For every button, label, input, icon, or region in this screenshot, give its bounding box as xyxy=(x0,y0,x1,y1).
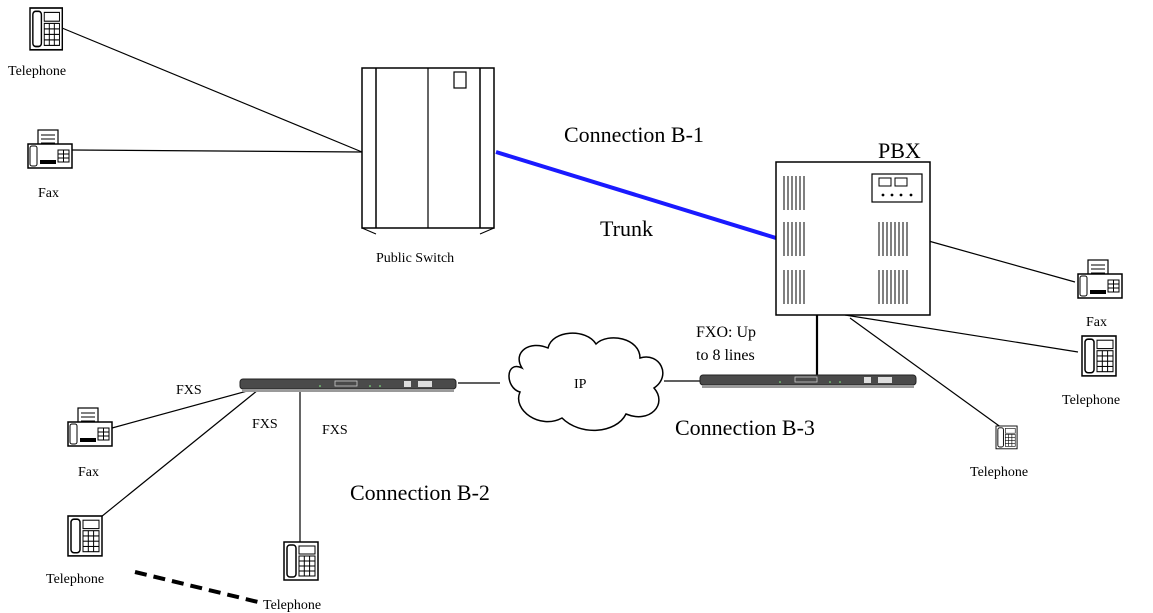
telephone-icon xyxy=(283,541,319,581)
voip-gateway-icon xyxy=(699,374,917,389)
telephone-label: Telephone xyxy=(8,64,66,79)
fxs-label: FXS xyxy=(176,383,202,398)
fxs-label: FXS xyxy=(322,423,348,438)
connection-b1-label: Connection B-1 xyxy=(564,122,704,147)
telephone-icon xyxy=(1081,335,1117,377)
telephone-icon xyxy=(67,515,103,557)
public-switch-icon xyxy=(361,67,495,235)
connection-lines xyxy=(61,27,1079,545)
fax-icon xyxy=(27,129,73,169)
fax-label: Fax xyxy=(38,186,59,201)
public-switch-label: Public Switch xyxy=(376,251,454,266)
connection-b3-label: Connection B-3 xyxy=(675,415,815,440)
fxo-label: FXO: Up xyxy=(696,324,756,341)
telephone-label: Telephone xyxy=(46,572,104,587)
trunk-label: Trunk xyxy=(600,216,653,241)
telephone-icon xyxy=(29,7,64,51)
telephone-label: Telephone xyxy=(970,465,1028,480)
pbx-icon xyxy=(775,161,931,316)
fax-label: Fax xyxy=(78,465,99,480)
connection-b2-label: Connection B-2 xyxy=(350,480,490,505)
ip-label: IP xyxy=(574,377,587,392)
fax-icon xyxy=(67,407,113,447)
pbx-label: PBX xyxy=(878,138,921,163)
fxs-label: FXS xyxy=(252,417,278,432)
ip-cloud-icon xyxy=(508,332,664,431)
dashed-extension-line xyxy=(134,570,259,604)
fax-label: Fax xyxy=(1086,315,1107,330)
fax-icon xyxy=(1077,259,1123,299)
telephone-icon xyxy=(995,425,1018,450)
voip-gateway-icon xyxy=(239,378,457,393)
trunk-line xyxy=(495,150,777,240)
fxo-label: to 8 lines xyxy=(696,347,755,364)
telephone-label: Telephone xyxy=(263,598,321,613)
telephone-label: Telephone xyxy=(1062,393,1120,408)
